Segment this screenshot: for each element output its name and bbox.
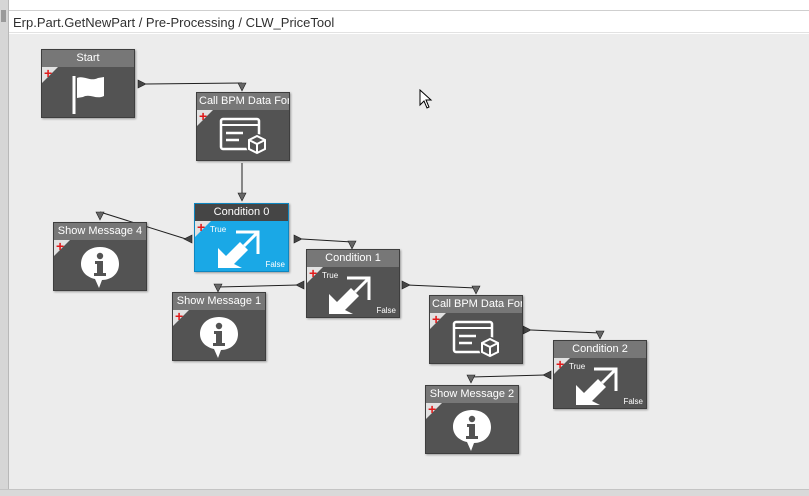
left-panel-strip[interactable] bbox=[0, 0, 9, 495]
info-bubble-icon bbox=[453, 410, 491, 451]
node-title: Show Message 1 bbox=[173, 293, 265, 310]
add-icon[interactable]: + bbox=[428, 401, 437, 417]
panel-grip[interactable] bbox=[1, 10, 6, 22]
node-title: Start bbox=[42, 50, 134, 67]
node-corner bbox=[54, 240, 70, 256]
node-show-message-1[interactable]: Show Message 1 + bbox=[172, 292, 266, 361]
false-label: False bbox=[376, 306, 396, 315]
add-icon[interactable]: + bbox=[432, 311, 441, 327]
node-title: Show Message 4 bbox=[54, 223, 146, 240]
node-corner bbox=[426, 403, 442, 419]
false-label: False bbox=[265, 260, 285, 269]
add-icon[interactable]: + bbox=[175, 308, 184, 324]
add-icon[interactable]: + bbox=[556, 356, 565, 372]
node-call-bpm-data-form-2[interactable]: Call BPM Data Form + bbox=[429, 295, 523, 364]
true-label: True bbox=[569, 362, 586, 371]
node-title: Show Message 2 bbox=[426, 386, 518, 403]
flag-icon bbox=[72, 76, 104, 114]
node-title: Condition 2 bbox=[554, 341, 646, 358]
node-start[interactable]: Start + bbox=[41, 49, 135, 118]
add-icon[interactable]: + bbox=[199, 108, 208, 124]
info-bubble-icon bbox=[200, 317, 238, 358]
horizontal-scrollbar[interactable] bbox=[0, 489, 809, 496]
node-title: Call BPM Data Form bbox=[197, 93, 289, 110]
node-corner bbox=[195, 221, 211, 237]
breadcrumb: Erp.Part.GetNewPart / Pre-Processing / C… bbox=[9, 10, 809, 33]
node-title: Condition 0 bbox=[195, 204, 288, 221]
node-corner bbox=[430, 313, 446, 329]
add-icon[interactable]: + bbox=[44, 65, 53, 81]
info-bubble-icon bbox=[81, 247, 119, 288]
node-corner bbox=[197, 110, 213, 126]
node-show-message-2[interactable]: Show Message 2 + bbox=[425, 385, 519, 454]
node-title: Call BPM Data Form bbox=[430, 296, 522, 313]
node-corner bbox=[554, 358, 570, 374]
node-show-message-4[interactable]: Show Message 4 + bbox=[53, 222, 147, 291]
node-call-bpm-data-form-1[interactable]: Call BPM Data Form + bbox=[196, 92, 290, 161]
add-icon[interactable]: + bbox=[309, 265, 318, 281]
node-condition-2[interactable]: Condition 2 + True False bbox=[553, 340, 647, 409]
node-condition-1[interactable]: Condition 1 + True False bbox=[306, 249, 400, 318]
form-cube-icon bbox=[452, 320, 501, 359]
node-corner bbox=[42, 67, 58, 83]
form-cube-icon bbox=[219, 117, 268, 156]
condition-arrows-icon bbox=[329, 276, 371, 314]
node-condition-0[interactable]: Condition 0 + True False bbox=[194, 203, 289, 272]
node-title: Condition 1 bbox=[307, 250, 399, 267]
add-icon[interactable]: + bbox=[56, 238, 65, 254]
true-label: True bbox=[210, 225, 227, 234]
condition-arrows-icon bbox=[217, 230, 259, 268]
condition-arrows-icon bbox=[576, 367, 618, 405]
mouse-cursor-icon bbox=[419, 89, 433, 109]
false-label: False bbox=[623, 397, 643, 406]
true-label: True bbox=[322, 271, 339, 280]
add-icon[interactable]: + bbox=[197, 219, 206, 235]
node-corner bbox=[307, 267, 323, 283]
node-corner bbox=[173, 310, 189, 326]
